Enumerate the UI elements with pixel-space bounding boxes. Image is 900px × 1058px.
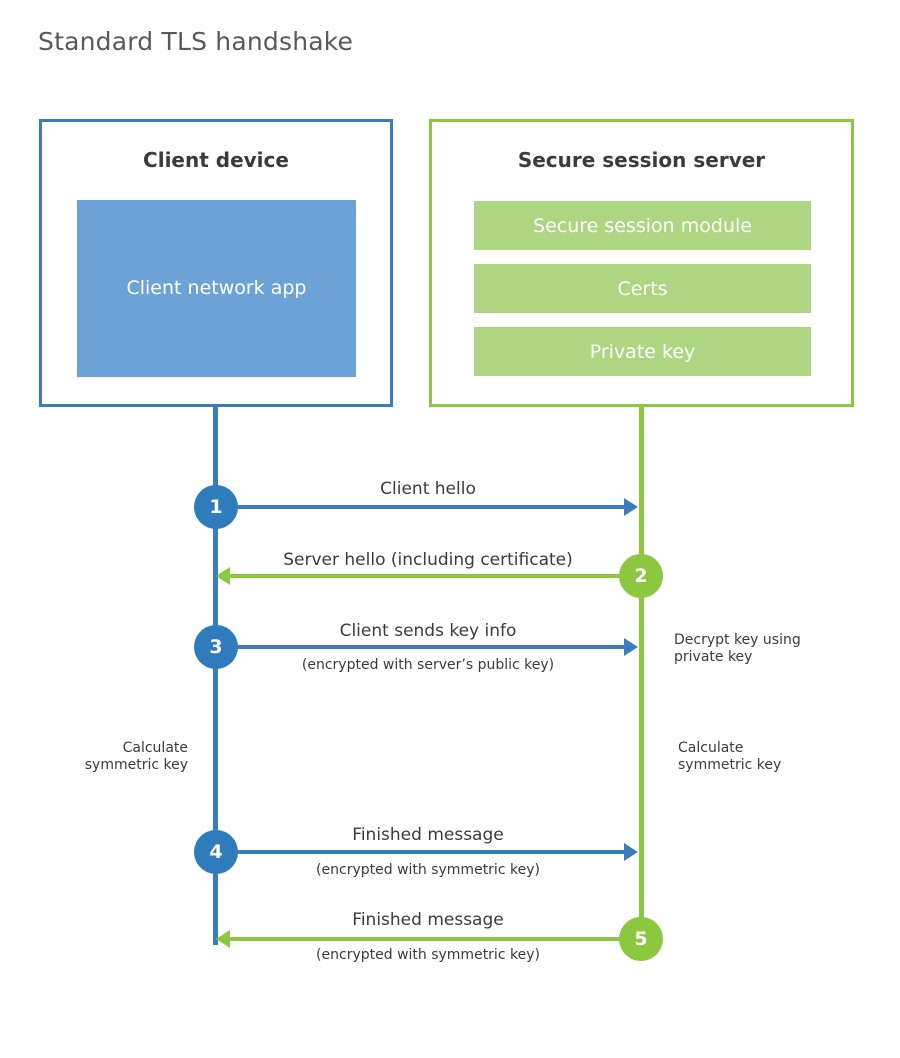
step-circle-1: 1 [194, 485, 238, 529]
client-network-app-block: Client network app [77, 200, 356, 377]
arrow-label-step-4: Finished message [352, 825, 504, 845]
secure-session-server-panel: Secure session server Secure session mod… [429, 119, 854, 407]
page-title: Standard TLS handshake [38, 27, 354, 56]
client-device-title: Client device [143, 148, 289, 172]
arrow-sublabel-step-5: (encrypted with symmetric key) [316, 947, 540, 963]
server-module-private-key: Private key [474, 327, 811, 376]
arrow-step-3 [216, 638, 638, 656]
note-decrypt-key: Decrypt key using private key [674, 632, 801, 665]
secure-session-server-title: Secure session server [517, 148, 766, 172]
arrow-label-step-5: Finished message [352, 910, 504, 930]
arrow-label-step-1: Client hello [380, 479, 476, 499]
note-calculate-symmetric-key-server: Calculate symmetric key [678, 740, 782, 773]
arrow-step-2 [216, 567, 626, 585]
server-module-secure-session-module: Secure session module [474, 201, 811, 250]
client-lifeline [213, 406, 218, 945]
server-lifeline [639, 406, 644, 939]
arrow-step-5 [216, 930, 626, 948]
client-device-panel: Client device Client network app [39, 119, 393, 407]
server-module-certs: Certs [474, 264, 811, 313]
step-circle-5: 5 [619, 917, 663, 961]
step-circle-3: 3 [194, 625, 238, 669]
arrow-label-step-3: Client sends key info [339, 621, 517, 641]
arrow-step-4 [216, 843, 638, 861]
arrow-label-step-2: Server hello (including certificate) [283, 550, 573, 570]
arrow-sublabel-step-3: (encrypted with server’s public key) [301, 657, 555, 673]
step-circle-2: 2 [619, 554, 663, 598]
arrow-sublabel-step-4: (encrypted with symmetric key) [316, 862, 540, 878]
step-circle-4: 4 [194, 830, 238, 874]
note-calculate-symmetric-key-client: Calculate symmetric key [84, 740, 188, 773]
arrow-step-1 [216, 498, 638, 516]
